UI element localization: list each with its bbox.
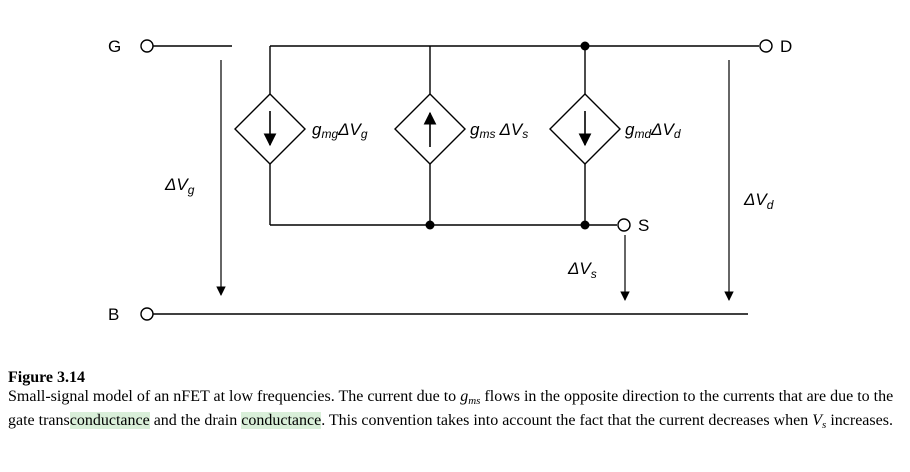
source-terminal [617, 218, 631, 232]
caption-text: . This convention takes into account the… [321, 412, 813, 429]
vs-symbol: V [812, 412, 823, 429]
dependent-current-source-gmg [234, 93, 306, 165]
gms-symbol: g [460, 388, 469, 405]
dependent-current-source-gms [394, 93, 466, 165]
body-label: B [108, 305, 119, 324]
caption-text: Small-signal model of an nFET at low fre… [8, 388, 461, 405]
junction-dot [425, 220, 435, 230]
vs-subscript: s [822, 419, 827, 431]
caption-text: flows in the opposite direction to the c… [8, 388, 894, 429]
junction-dot [580, 41, 590, 51]
dependent-current-source-gmd [549, 93, 621, 165]
drain-label: D [780, 37, 792, 56]
drain-terminal [759, 39, 773, 53]
delta-vd-label: ΔVd [743, 190, 774, 212]
highlighted-word: conductance [241, 412, 322, 429]
highlighted-word: conductance [69, 412, 150, 429]
delta-vg-label: ΔVg [164, 175, 195, 197]
figure-title: Figure 3.14 [8, 369, 86, 386]
gms-subscript: ms [468, 395, 481, 407]
junction-dot [580, 220, 590, 230]
gmg-label: gmgΔVg [312, 120, 368, 141]
gmd-label: gmdΔVd [625, 120, 681, 141]
body-terminal [140, 307, 154, 321]
caption-text: and the drain [149, 412, 242, 429]
source-label: S [638, 216, 649, 235]
gate-label: G [108, 37, 121, 56]
gate-terminal [140, 39, 154, 53]
delta-vs-label: ΔVs [567, 259, 597, 281]
caption-text: increases. [826, 412, 893, 429]
figure-caption: Figure 3.14 Small-signal model of an nFE… [8, 368, 902, 435]
